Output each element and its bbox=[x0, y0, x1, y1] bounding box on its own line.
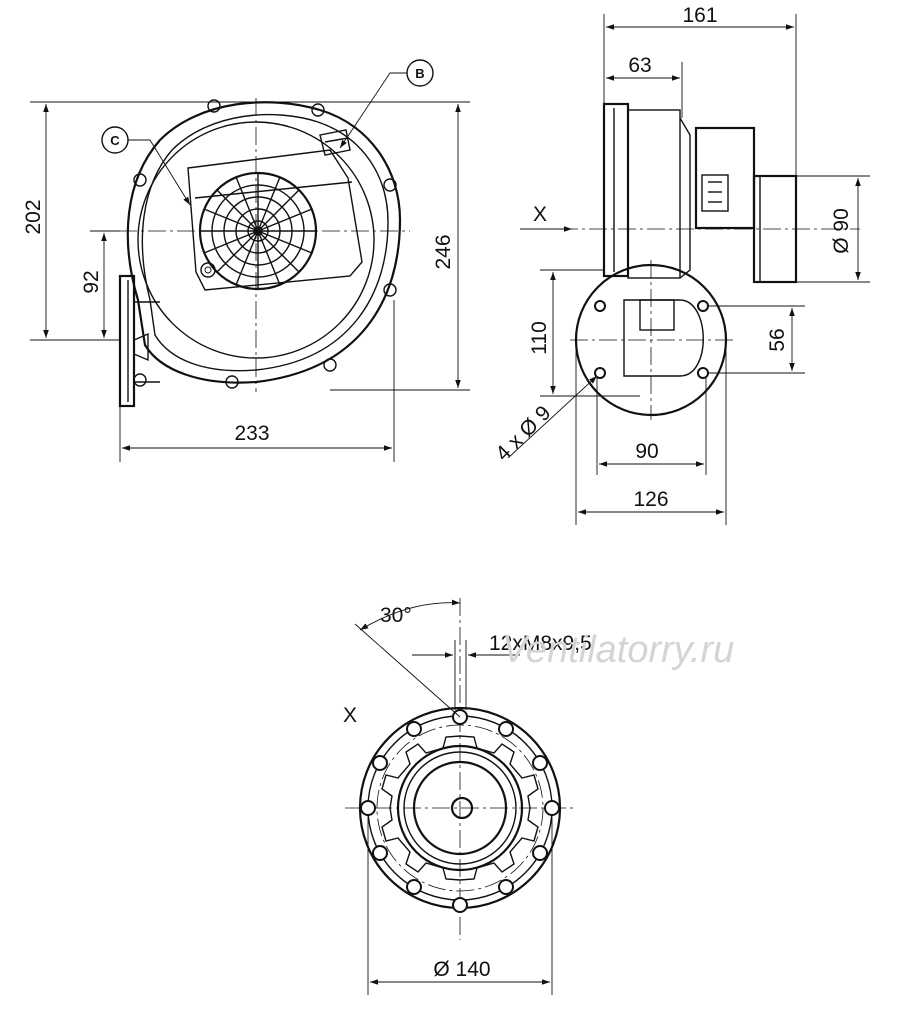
diameter-label: Ø 140 bbox=[433, 958, 490, 981]
detail-view-label: X bbox=[343, 704, 357, 727]
dim-width-label: 233 bbox=[234, 422, 269, 445]
holes-label: 4 x Ø 9 bbox=[491, 401, 555, 465]
dim-depth-total-label: 161 bbox=[682, 4, 717, 27]
dim-total-height-label: 246 bbox=[432, 234, 455, 269]
dim-outlet-diameter-label: Ø 90 bbox=[830, 208, 853, 254]
bolt-holes bbox=[360, 709, 560, 913]
front-view: X 161 63 Ø 90 110 56 bbox=[491, 4, 870, 525]
dim-flange-width-label: 126 bbox=[633, 488, 668, 511]
detail-view-x: X 30° bbox=[343, 598, 592, 995]
watermark-text: Ventilatorry.ru bbox=[502, 629, 734, 671]
thread-label: 12xM8x9,5 bbox=[489, 632, 592, 655]
callout-b-label: B bbox=[415, 66, 424, 81]
dim-depth-part-label: 63 bbox=[628, 54, 651, 77]
dim-height-label: 202 bbox=[22, 199, 45, 234]
dim-hole-spacing-v-label: 56 bbox=[766, 328, 789, 351]
angle-label: 30° bbox=[380, 604, 412, 627]
dim-flange-height-label: 110 bbox=[528, 321, 551, 354]
side-view: 202 92 246 233 B C bbox=[22, 59, 470, 462]
callout-c-label: C bbox=[110, 133, 120, 148]
view-arrow-x-label: X bbox=[533, 203, 547, 226]
dim-offset-label: 92 bbox=[80, 270, 103, 293]
dim-hole-spacing-h-label: 90 bbox=[635, 440, 658, 463]
